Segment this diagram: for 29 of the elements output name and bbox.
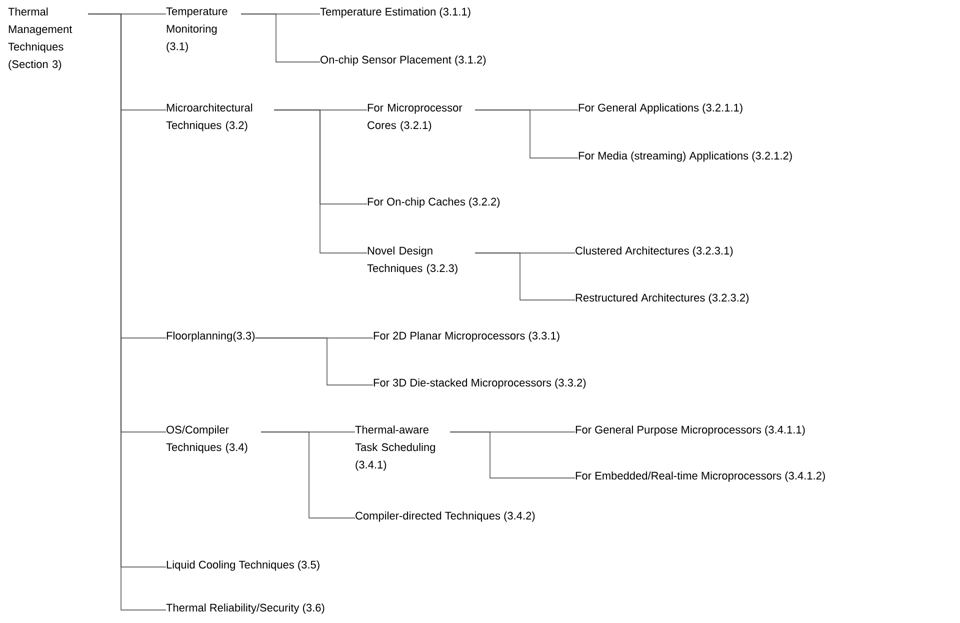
topic-label: Thermal-aware Task Scheduling (3.4.1) — [355, 426, 435, 471]
topic-label: For General Purpose Microprocessors (3.4.1.1) — [576, 426, 805, 436]
topic-label: OS/Compiler Techniques (3.4) — [166, 426, 248, 454]
topic-label: For Media (streaming) Applications (3.2.1.2) — [578, 152, 792, 162]
topic-label: On-chip Sensor Placement (3.1.2) — [320, 56, 486, 66]
connector-line — [450, 432, 576, 478]
topic-label: Thermal Reliability/Security (3.6) — [166, 604, 324, 614]
topic-label: For General Applications (3.2.1.1) — [578, 104, 742, 114]
topic-label: Liquid Cooling Techniques (3.5) — [166, 560, 320, 571]
topic-label: For On-chip Caches (3.2.2) — [368, 198, 500, 208]
connector-line — [474, 110, 578, 158]
root-label: Thermal Management Techniques (Section 3) — [8, 8, 72, 70]
topic-label: For Microprocessor Cores (3.2.1) — [368, 104, 462, 132]
topic-label: Microarchitectural Techniques (3.2) — [166, 104, 252, 132]
topic-label: Temperature Estimation (3.1.1) — [320, 8, 470, 18]
topic-label: Restructured Architectures (3.2.3.2) — [576, 294, 749, 304]
connector-line — [260, 432, 356, 518]
topic-label: For 3D Die-stacked Microprocessors (3.3.2) — [374, 378, 586, 389]
topic-label: For 2D Planar Microprocessors (3.3.1) — [374, 332, 560, 342]
connector-line — [240, 14, 320, 62]
connector-line — [474, 252, 576, 300]
topic-label: Compiler-directed Techniques (3.4.2) — [356, 512, 535, 522]
topic-label: Novel Design Techniques (3.2.3) — [367, 246, 458, 274]
topic-label: For Embedded/Real-time Microprocessors (3.4.1.2) — [576, 472, 825, 482]
topic-label: Clustered Architectures (3.2.3.1) — [576, 246, 733, 257]
connector-line — [274, 110, 368, 254]
topic-label: Temperature Monitoring (3.1) — [166, 8, 228, 52]
topic-label: Floorplanning(3.3) — [166, 332, 255, 342]
connector-line — [254, 338, 374, 386]
